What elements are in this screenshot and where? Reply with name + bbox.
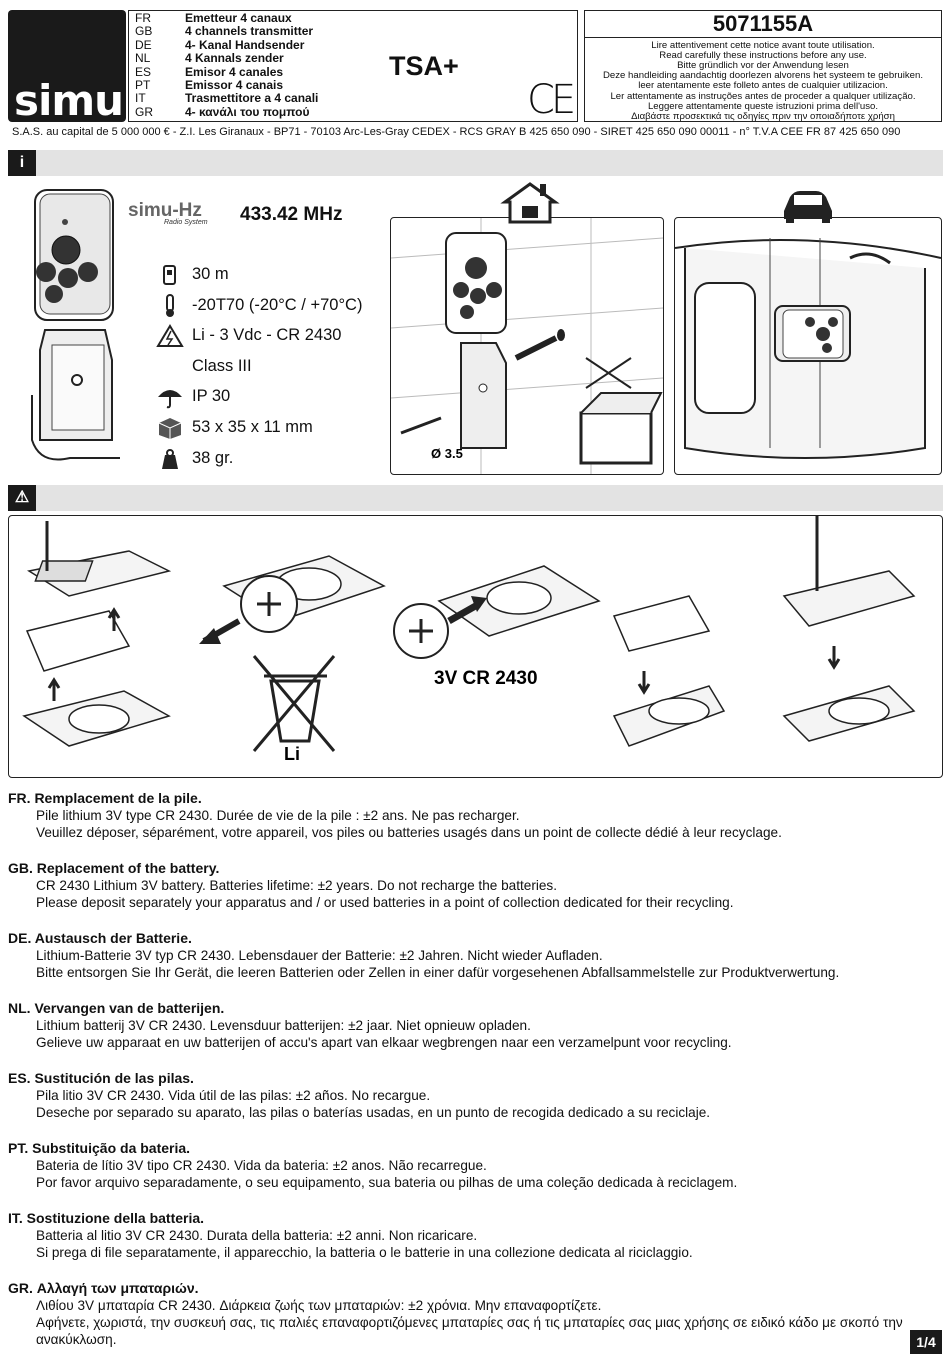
read-notice-line: Διαβάστε προσεκτικά τις οδηγίες πριν την… [631,110,895,122]
instruction-line: Por favor arquivo separadamente, o seu e… [36,1175,738,1190]
battery-replacement-panel: Li 3V CR 2430 [8,515,943,778]
language-code: PT [135,78,151,92]
instruction-line: CR 2430 Lithium 3V battery. Batteries li… [36,878,558,893]
read-notice-line: Read carefully these instructions before… [659,50,867,62]
instruction-heading: FR. Remplacement de la pile. [8,790,202,806]
model-name: TSA+ [389,51,459,81]
info-icon: i [8,150,36,176]
ce-mark: CE [527,77,576,123]
simu-hz-logo: simu-Hz Radio System [128,200,208,226]
instruction-heading: NL. Vervangen van de batterijen. [8,1000,225,1016]
instruction-heading: DE. Austausch der Batterie. [8,930,192,946]
language-title: Trasmettitore a 4 canali [185,91,319,106]
instruction-section: DE. Austausch der Batterie. Lithium-Batte… [8,930,938,981]
car-icon [784,191,832,223]
language-title: 4- κανάλι του πομπού [185,104,310,119]
instruction-section: GR. Αλλαγή των μπαταριών. Λιθίου 3V μπατα… [8,1280,938,1348]
instruction-section: ES. Sustitución de las pilas. Pila litio … [8,1070,938,1121]
battery-type-label: 3V CR 2430 [434,668,538,689]
spec-text: 53 x 35 x 11 mm [192,418,313,436]
instruction-line: Gelieve uw apparaat en uw batterijen of … [36,1035,732,1050]
instruction-line: Αφήνετε, χωριστά, την συσκευή σας, τις π… [36,1315,903,1347]
read-notice-line: Leggere attentamente queste istruzioni p… [647,100,879,112]
instruction-section: GB. Replacement of the battery. CR 2430 L… [8,860,938,911]
thermometer-icon [166,294,174,317]
home-mount-panel: Ø 3.5 [390,217,664,475]
language-title: Emissor 4 canais [185,78,284,92]
spec-text: 38 gr. [192,449,234,467]
frequency: 433.42 MHz [240,204,343,225]
instruction-line: Veuillez déposer, séparément, votre appa… [36,825,782,840]
wall-mount-diagram: Ø 3.5 [390,218,664,474]
instruction-section: NL. Vervangen van de batterijen. Lithium … [8,1000,938,1051]
screw-diameter: Ø 3.5 [431,446,463,461]
instruction-line: Batteria al litio 3V CR 2430. Durata del… [36,1228,478,1243]
visor-mount-diagram [674,238,942,459]
spec-text: Li - 3 Vdc - CR 2430 [192,326,342,344]
spec-text: IP 30 [192,387,231,405]
instruction-line: Bitte entsorgen Sie Ihr Gerät, die leere… [36,965,840,980]
car-mount-panel [674,217,942,475]
read-notice-line: Bitte gründlich vor der Anwendung lesen [677,60,849,72]
instruction-section: PT. Substituição da bateria. Bateria de l… [8,1140,938,1191]
battery-steps-diagram: Li 3V CR 2430 [22,516,916,764]
instruction-line: Lithium batterij 3V CR 2430. Levensduur … [36,1018,531,1033]
language-code: GB [135,24,153,39]
language-code: FR [135,11,151,25]
li-label: Li [284,744,300,764]
language-code: GR [135,104,153,119]
language-title: 4 Kannals zender [185,51,284,66]
instruction-section: IT. Sostituzione della batteria. Batteria… [8,1210,938,1261]
read-notice-line: Lire attentivement cette notice avant to… [651,40,875,51]
house-icon [500,182,560,224]
instruction-heading: PT. Substituição da bateria. [8,1140,191,1156]
weight-icon [162,449,178,469]
instruction-line: Pile lithium 3V type CR 2430. Durée de v… [36,808,520,823]
language-code: IT [135,91,146,106]
warning-section-bar: ⚠ [8,485,943,511]
cube-icon [158,418,182,439]
instruction-line: Si prega di file separatamente, il appar… [36,1245,693,1260]
instruction-line: Pila litio 3V CR 2430. Vida útil de las … [36,1088,431,1103]
read-notice-line: leer atentamente este folleto antes de c… [638,80,888,92]
read-notice-line: Deze handleiding aandachtig doorlezen al… [603,70,923,82]
spec-text: 30 m [192,265,229,283]
company-legal-line: S.A.S. au capital de 5 000 000 € - Z.I. … [12,126,901,138]
instruction-line: Deseche por separado su aparato, las pil… [36,1105,711,1120]
instruction-line: Bateria de lítio 3V tipo CR 2430. Vida d… [36,1158,487,1173]
instruction-line: Please deposit separately your apparatus… [36,895,734,910]
reference-box: 5071155A Lire attentivement cette notice… [584,10,942,122]
brand-name: simu [14,76,124,125]
language-code: NL [135,51,151,66]
radio-system-text: Radio System [164,219,208,226]
page-number: 1/4 [910,1330,942,1354]
info-section-bar: i [8,150,943,176]
instruction-heading: GR. Αλλαγή των μπαταριών. [8,1280,199,1296]
instruction-heading: ES. Sustitución de las pilas. [8,1070,194,1086]
instruction-heading: GB. Replacement of the battery. [8,860,220,876]
language-code: ES [135,64,152,79]
warning-icon: ⚠ [8,485,36,511]
simu-hz-text: simu-Hz [128,200,202,221]
language-title: Emisor 4 canales [185,64,284,79]
language-title: Emetteur 4 canaux [185,11,292,25]
language-code: DE [135,37,152,52]
language-title: 4 channels transmitter [185,24,314,39]
reference-number: 5071155A [585,11,941,38]
spec-text: Class III [192,357,252,375]
remote-illustration [31,189,120,461]
recycle-bin-crossed-icon [252,655,336,752]
spec-text: -20T70 (-20°C / +70°C) [192,296,363,314]
instruction-line: Λιθίου 3V μπαταρία CR 2430. Διάρκεια ζωή… [36,1298,602,1313]
instruction-line: Lithium-Batterie 3V typ CR 2430. Lebensd… [36,948,603,963]
simu-logo: simu [8,10,126,125]
umbrella-icon [158,390,182,409]
language-title: 4- Kanal Handsender [185,37,305,52]
instruction-section: FR. Remplacement de la pile. Pile lithium… [8,790,938,841]
range-icon [163,265,176,285]
read-notice-line: Ler attentamente as instruções antes de … [610,90,916,102]
voltage-warning-icon [156,324,184,347]
instruction-heading: IT. Sostituzione della batteria. [8,1210,205,1226]
